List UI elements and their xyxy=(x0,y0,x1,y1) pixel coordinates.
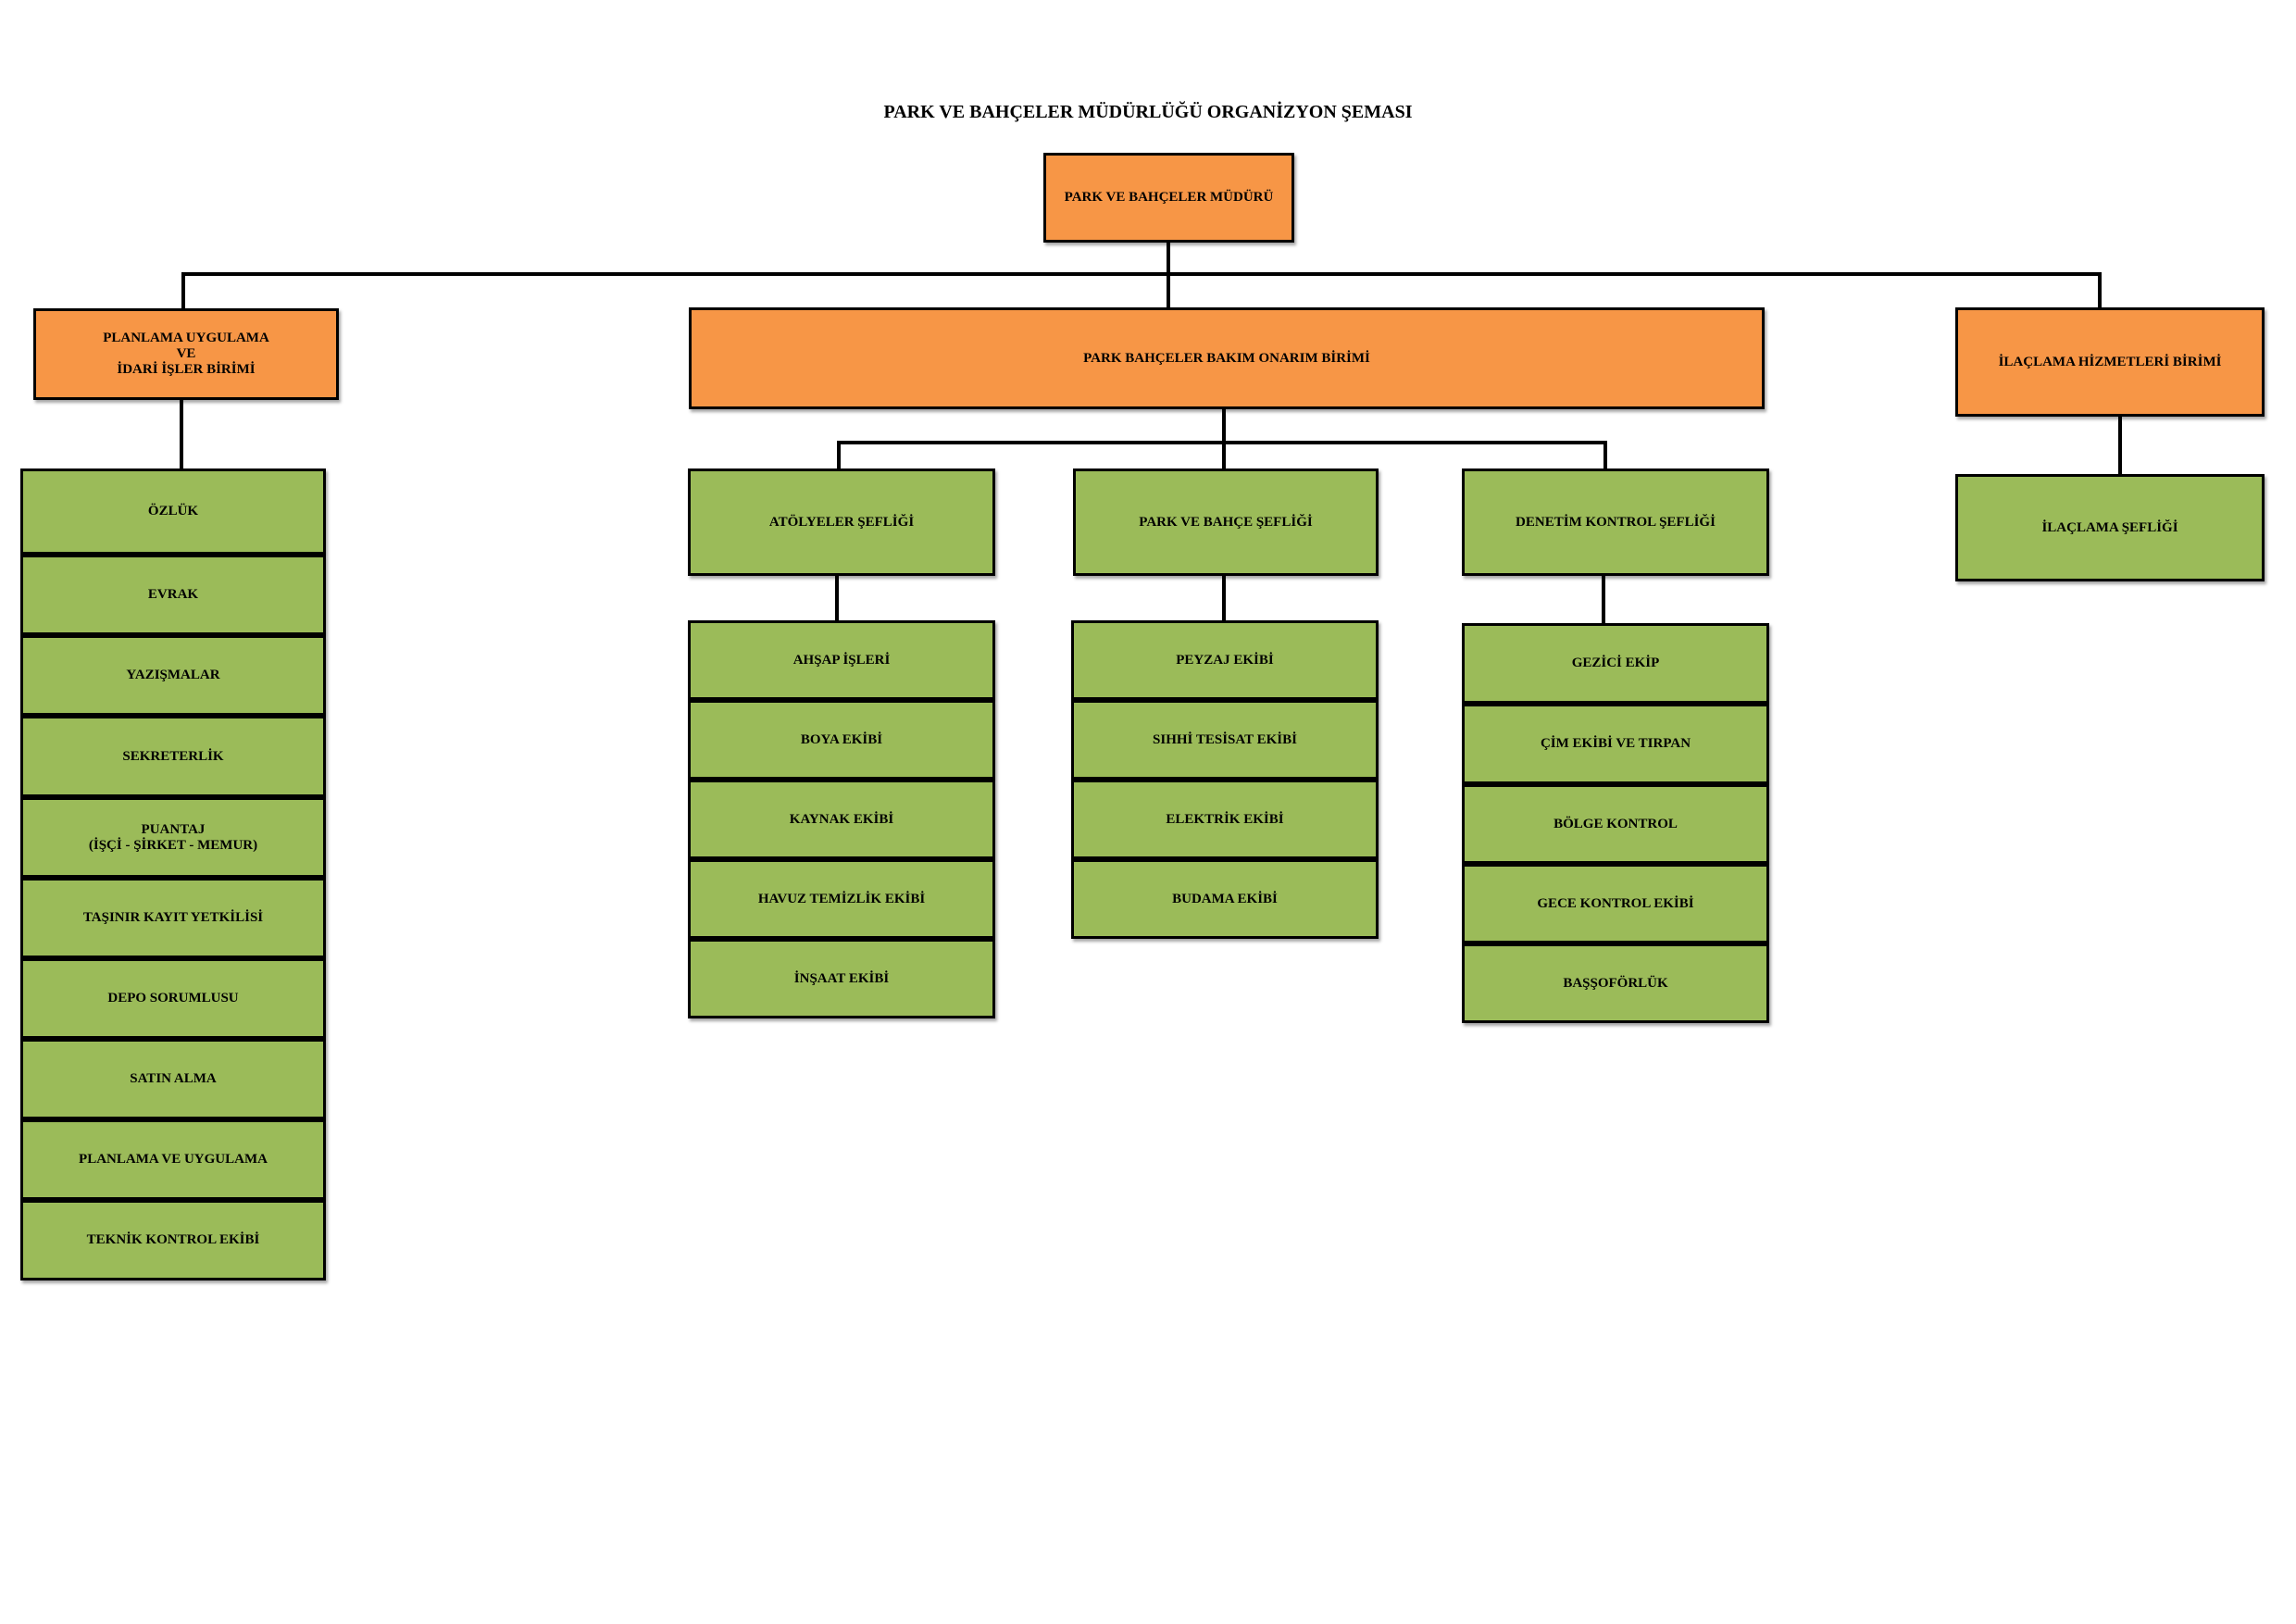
planning-item: DEPO SORUMLUSU xyxy=(20,958,326,1039)
workshop-item: KAYNAK EKİBİ xyxy=(688,780,995,859)
spraying-chief-box: İLAÇLAMA ŞEFLİĞİ xyxy=(1955,474,2265,581)
park-garden-chief-box: PARK VE BAHÇE ŞEFLİĞİ xyxy=(1073,468,1379,576)
connector-director-down xyxy=(1167,243,1170,309)
connector-inspection-drop xyxy=(1603,441,1607,468)
maintenance-unit-box: PARK BAHÇELER BAKIM ONARIM BİRİMİ xyxy=(689,307,1765,409)
planning-item: SEKRETERLİK xyxy=(20,716,326,797)
connector-park-items xyxy=(1222,576,1226,622)
planning-item: SATIN ALMA xyxy=(20,1039,326,1119)
planning-item: TEKNİK KONTROL EKİBİ xyxy=(20,1200,326,1280)
workshop-item: AHŞAP İŞLERİ xyxy=(688,620,995,700)
workshop-item: HAVUZ TEMİZLİK EKİBİ xyxy=(688,859,995,939)
connector-top-horizontal xyxy=(181,272,2102,276)
inspection-item: ÇİM EKİBİ VE TIRPAN xyxy=(1462,704,1769,784)
planning-item: PLANLAMA VE UYGULAMA xyxy=(20,1119,326,1200)
planning-item: TAŞINIR KAYIT YETKİLİSİ xyxy=(20,878,326,958)
planning-item: EVRAK xyxy=(20,555,326,635)
connector-planning-items xyxy=(180,400,183,468)
connector-spraying-drop xyxy=(2098,272,2102,309)
inspection-item: GECE KONTROL EKİBİ xyxy=(1462,864,1769,943)
connector-maintenance-down xyxy=(1222,409,1226,443)
park-item: PEYZAJ EKİBİ xyxy=(1071,620,1379,700)
inspection-item: BÖLGE KONTROL xyxy=(1462,784,1769,864)
planning-item: ÖZLÜK xyxy=(20,468,326,555)
workshop-item: BOYA EKİBİ xyxy=(688,700,995,780)
inspection-chief-box: DENETİM KONTROL ŞEFLİĞİ xyxy=(1462,468,1769,576)
park-item: ELEKTRİK EKİBİ xyxy=(1071,780,1379,859)
workshops-chief-box: ATÖLYELER ŞEFLİĞİ xyxy=(688,468,995,576)
inspection-item: BAŞŞOFÖRLÜK xyxy=(1462,943,1769,1023)
connector-park-drop xyxy=(1222,441,1226,468)
planning-item: YAZIŞMALAR xyxy=(20,635,326,716)
park-item: SIHHİ TESİSAT EKİBİ xyxy=(1071,700,1379,780)
park-item: BUDAMA EKİBİ xyxy=(1071,859,1379,939)
page-title: PARK VE BAHÇELER MÜDÜRLÜĞÜ ORGANİZYON ŞE… xyxy=(883,102,1413,122)
connector-planning-drop xyxy=(181,272,185,309)
inspection-item: GEZİCİ EKİP xyxy=(1462,623,1769,704)
planning-item: PUANTAJ (İŞÇİ - ŞİRKET - MEMUR) xyxy=(20,797,326,878)
director-box: PARK VE BAHÇELER MÜDÜRÜ xyxy=(1043,153,1294,243)
connector-workshops-items xyxy=(835,576,839,622)
connector-workshops-drop xyxy=(837,441,841,468)
planning-unit-box: PLANLAMA UYGULAMA VE İDARİ İŞLER BİRİMİ xyxy=(33,308,339,400)
connector-spraying-chief xyxy=(2118,417,2122,474)
connector-inspection-items xyxy=(1602,576,1605,624)
workshop-item: İNŞAAT EKİBİ xyxy=(688,939,995,1018)
spraying-unit-box: İLAÇLAMA HİZMETLERİ BİRİMİ xyxy=(1955,307,2265,417)
